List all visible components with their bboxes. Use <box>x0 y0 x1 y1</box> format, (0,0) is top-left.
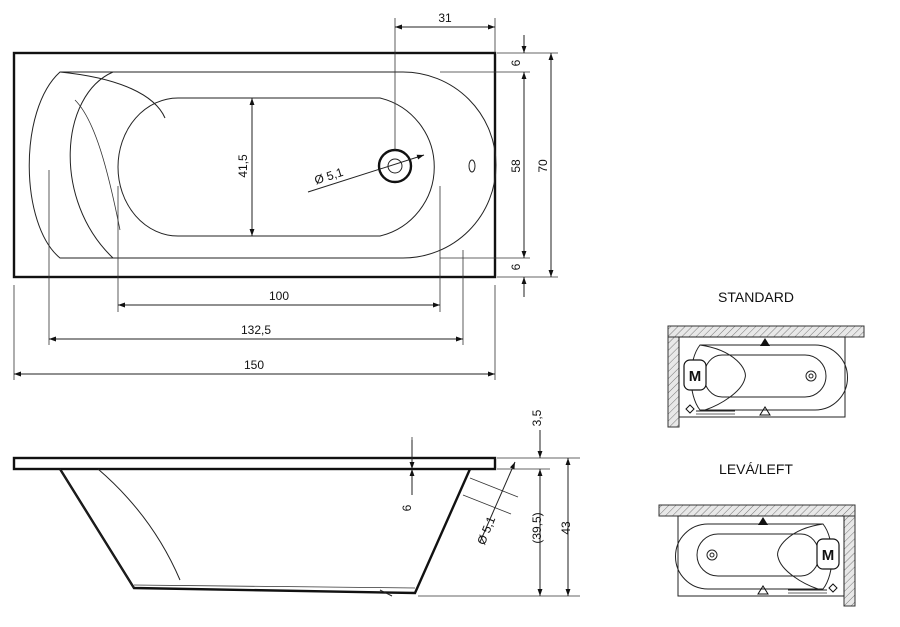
tub-standard <box>678 336 846 418</box>
wall-left <box>667 336 680 428</box>
motor-left <box>816 538 840 570</box>
motor-standard <box>683 359 707 391</box>
overflow-icon <box>468 159 476 173</box>
marker-top-left <box>758 517 768 525</box>
dim-inner-width: 58 <box>509 159 523 173</box>
headrest-seam <box>74 99 121 231</box>
wall-top-left <box>658 504 856 517</box>
dim-inner-length: 132,5 <box>241 323 271 337</box>
variant-standard: STANDARD M <box>667 289 865 428</box>
dim-drain-offset: 31 <box>438 11 452 25</box>
side-foot <box>379 589 393 597</box>
dim-basin-width: 41,5 <box>236 154 250 178</box>
dim-depth-6: 6 <box>400 504 414 511</box>
motor-label-standard: M <box>689 368 702 385</box>
dim-inner-depth: (39,5) <box>530 512 544 543</box>
marker-bottom-left <box>757 585 769 595</box>
dim-total-height: 43 <box>559 521 573 535</box>
wall-top <box>667 325 865 338</box>
side-dim-drain-diameter: Ø 5,1 <box>474 514 498 547</box>
dim-basin-length: 100 <box>269 289 289 303</box>
marker-bottom-standard <box>759 406 771 416</box>
side-headrest-curve <box>97 468 181 581</box>
headrest-curve-top <box>59 71 166 119</box>
tub-left <box>677 515 845 597</box>
inner-bowl <box>28 71 497 259</box>
side-body <box>58 468 472 595</box>
dim-rim-height: 3,5 <box>530 409 544 426</box>
dim-total-width: 70 <box>536 159 550 173</box>
side-rim <box>12 456 497 471</box>
drain-icon <box>377 148 413 184</box>
variant-left: LEVÁ/LEFT M <box>658 461 856 607</box>
standard-label: STANDARD <box>718 289 794 305</box>
headrest-contour <box>69 71 114 259</box>
dim-total-length: 150 <box>244 358 264 372</box>
dim-rim-top: 6 <box>509 59 523 66</box>
basin <box>117 97 435 237</box>
tub-outline <box>12 51 497 279</box>
marker-top-standard <box>760 338 770 346</box>
motor-label-left: M <box>822 547 835 564</box>
dim-rim-bottom: 6 <box>509 263 523 270</box>
top-view: 31 6 58 70 6 41,5 Ø 5,1 100 132,5 150 <box>12 11 558 380</box>
left-label: LEVÁ/LEFT <box>719 461 793 477</box>
dim-drain-diameter: Ø 5,1 <box>313 165 346 187</box>
side-view: 3,5 6 Ø 5,1 (39,5) 43 <box>12 409 580 597</box>
wall-right-left <box>843 515 856 607</box>
